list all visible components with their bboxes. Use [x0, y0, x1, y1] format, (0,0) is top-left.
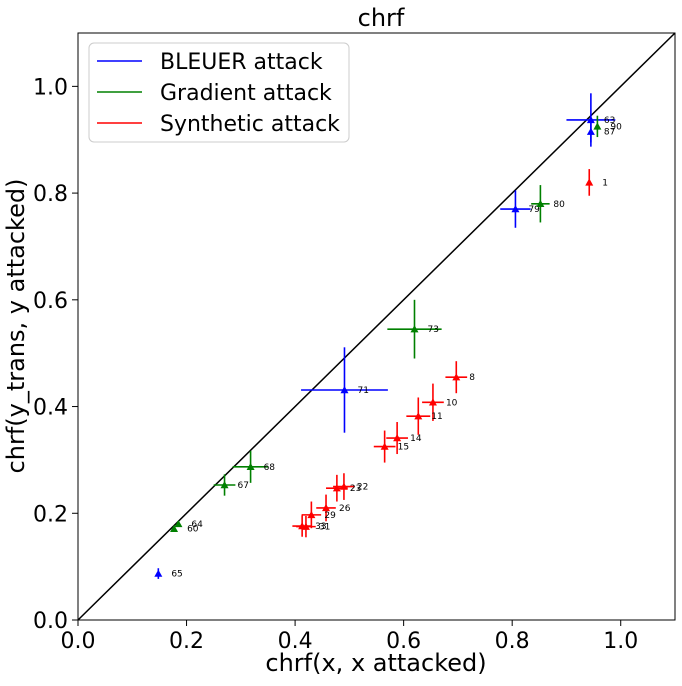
data-point-marker	[246, 462, 255, 471]
point-label: 64	[191, 520, 203, 530]
data-point-marker	[586, 115, 595, 124]
y-tick-label: 0.6	[33, 289, 68, 314]
point-label: 80	[553, 200, 565, 210]
point-label: 8	[469, 373, 475, 383]
data-point-marker	[301, 522, 310, 530]
data-point-marker	[220, 480, 229, 489]
point-label: 29	[324, 511, 336, 521]
x-tick-label: 0.0	[61, 629, 96, 654]
data-point-marker	[322, 503, 331, 512]
data-point-marker	[380, 442, 389, 450]
x-tick-label: 0.8	[495, 629, 530, 654]
y-tick-label: 0.8	[33, 182, 68, 207]
point-label: 14	[410, 434, 422, 444]
point-label: 31	[319, 523, 330, 533]
chart-title: chrf	[358, 4, 405, 32]
data-point-marker	[585, 178, 594, 186]
data-point-marker	[414, 412, 423, 420]
data-point-marker	[340, 386, 349, 394]
point-label: 63	[604, 116, 615, 126]
data-point-marker	[452, 373, 461, 381]
point-label: 15	[398, 443, 409, 453]
data-point-marker	[536, 199, 545, 207]
point-label: 33	[315, 522, 326, 532]
point-label: 10	[446, 398, 458, 408]
legend-label: Gradient attack	[160, 81, 332, 106]
x-tick-label: 0.2	[169, 629, 204, 654]
plot-frame	[77, 32, 676, 621]
data-point-marker	[307, 510, 316, 519]
data-point-marker	[593, 122, 602, 130]
x-tick-label: 1.0	[603, 629, 638, 654]
data-point-marker	[393, 434, 402, 442]
point-label: 71	[357, 386, 368, 396]
legend-box	[88, 42, 350, 143]
point-label: 11	[431, 412, 442, 422]
point-label: 73	[427, 325, 438, 335]
point-label: 90	[610, 122, 622, 132]
y-tick-label: 0.0	[33, 609, 68, 634]
axes: 0.0 0.2 0.4 0.6 0.8 1.0 0.0 0.2 0.4 0.6 0.8 1.0	[33, 75, 638, 654]
point-label: 1	[602, 178, 608, 188]
y-tick-label: 1.0	[33, 75, 68, 100]
point-label: 65	[171, 570, 182, 580]
data-point-marker	[154, 569, 163, 577]
point-label: 67	[238, 481, 249, 491]
x-axis-label: chrf(x, x attacked)	[265, 649, 486, 677]
point-label: 60	[187, 525, 199, 535]
point-label: 87	[604, 128, 615, 138]
legend-label: Synthetic attack	[160, 112, 340, 137]
point-label: 23	[350, 484, 361, 494]
data-point-marker	[410, 325, 419, 333]
point-label: 26	[339, 504, 351, 514]
legend-label: BLEUER attack	[160, 50, 323, 75]
point-label: 22	[357, 483, 368, 493]
data-point-marker	[174, 519, 183, 528]
x-tick-label: 0.4	[278, 629, 313, 654]
y-tick-label: 0.2	[33, 502, 68, 527]
point-label: 68	[264, 463, 276, 473]
point-label: 79	[528, 205, 540, 215]
series-bleuer-attack: 63 87 79 71 65	[154, 93, 615, 580]
data-point-marker	[511, 205, 520, 213]
data-point-marker	[428, 398, 437, 406]
data-point-marker	[170, 524, 179, 532]
y-tick-label: 0.4	[33, 396, 68, 421]
y-axis-label: chrf(y_trans, y attacked)	[2, 179, 30, 474]
data-point-marker	[586, 127, 595, 135]
x-tick-label: 0.6	[386, 629, 421, 654]
data-point-marker	[332, 484, 341, 492]
